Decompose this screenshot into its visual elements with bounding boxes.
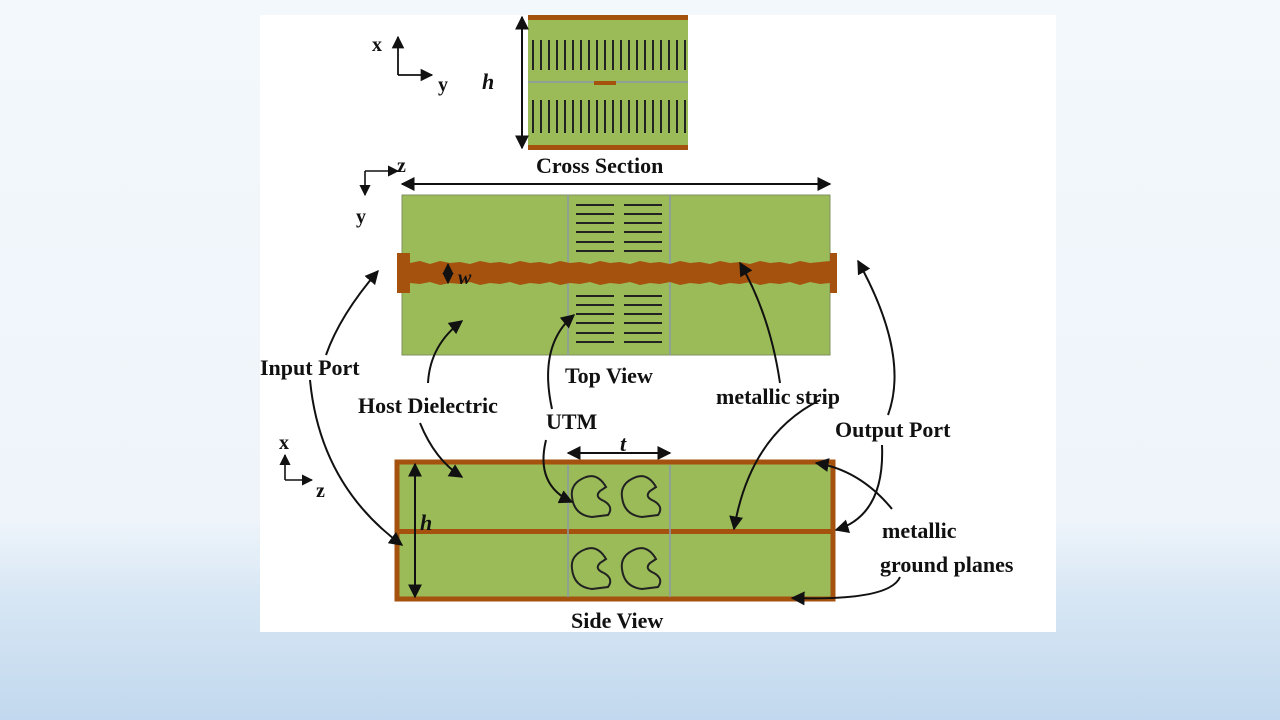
diagram-panel: h x y Cross Section l w z y Top View t <box>260 15 1056 632</box>
side-view-utm-ring <box>570 475 612 519</box>
top-view: l w z y Top View <box>356 155 837 388</box>
ground-planes-arrow-to-bottom-plane <box>790 576 901 606</box>
metallic-strip-arrow-to-side-view <box>729 399 821 531</box>
input-port-label: Input Port <box>260 355 360 380</box>
cross-section-utm-bars-upper <box>532 40 686 70</box>
cross-section-utm-bars-lower <box>532 100 686 133</box>
top-view-w-label: w <box>458 267 472 289</box>
stripline-utm-diagram: h x y Cross Section l w z y Top View t <box>260 15 1014 632</box>
cross-section-view: h x y Cross Section <box>372 15 688 178</box>
callout-arrows <box>309 259 901 606</box>
top-view-z-axis-label: z <box>397 155 406 177</box>
input-port-arrow-to-top-view <box>325 269 379 356</box>
utm-label: UTM <box>546 409 598 434</box>
ground-planes-arrow-to-top-plane <box>814 458 893 510</box>
metallic-strip-arrow-to-top-view <box>739 261 781 384</box>
top-view-utm-bars <box>576 204 662 343</box>
ground-planes-label-line2: ground planes <box>880 552 1014 577</box>
side-view-utm-ring-resonators <box>570 475 662 591</box>
cross-section-y-axis-label: y <box>438 74 448 96</box>
side-view-title: Side View <box>571 608 663 632</box>
output-port-label: Output Port <box>835 417 951 442</box>
metallic-strip-label: metallic strip <box>716 384 840 409</box>
output-port-arrow-to-side-view <box>834 444 884 533</box>
side-view-h-label: h <box>420 510 432 535</box>
top-view-y-axis-label: y <box>356 206 366 228</box>
side-view: t h x z Side View <box>279 431 836 632</box>
utm-arrow-to-side-view <box>542 439 574 504</box>
cross-section-x-axis-label: x <box>372 34 382 56</box>
top-view-title: Top View <box>565 363 653 388</box>
top-view-metallic-strip <box>397 253 837 293</box>
host-dielectric-arrow-to-top-view <box>427 320 464 384</box>
cross-section-h-label: h <box>482 69 494 94</box>
side-view-utm-ring <box>620 547 662 591</box>
input-port-arrow-to-side-view <box>309 379 404 546</box>
host-dielectric-label: Host Dielectric <box>358 393 498 418</box>
cross-section-top-ground-plane <box>528 15 688 20</box>
side-view-utm-ring <box>570 547 612 591</box>
host-dielectric-arrow-to-side-view <box>419 422 464 478</box>
side-view-utm-ring <box>620 475 662 519</box>
cross-section-metallic-strip <box>594 81 616 85</box>
cross-section-bottom-ground-plane <box>528 145 688 150</box>
side-view-z-axis-label: z <box>316 480 325 502</box>
utm-arrow-to-top-view <box>547 314 576 410</box>
side-view-t-label: t <box>620 431 627 456</box>
cross-section-title: Cross Section <box>536 153 663 178</box>
side-view-x-axis-label: x <box>279 432 289 454</box>
output-port-arrow-to-top-view <box>857 259 896 416</box>
ground-planes-label-line1: metallic <box>882 518 957 543</box>
side-view-metallic-strip <box>397 529 833 534</box>
